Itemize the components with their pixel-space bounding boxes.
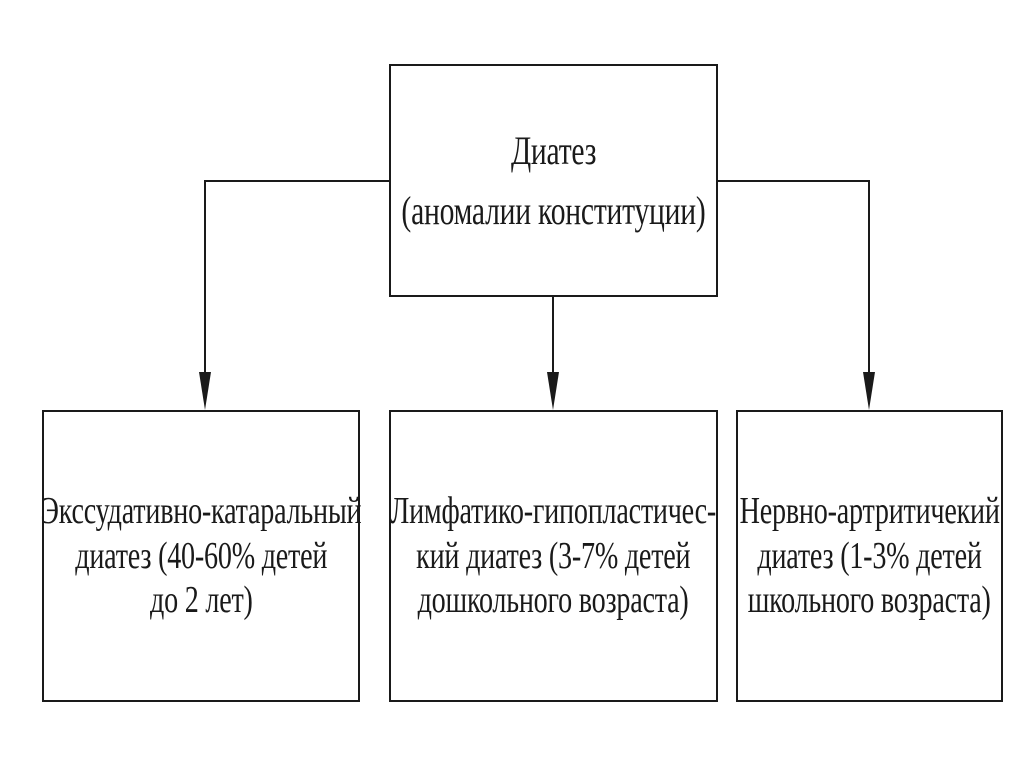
arrowhead-right — [863, 372, 875, 410]
child-node-exudative-catarrhal: Экссудативно-катаральный диатез (40-60% … — [40, 410, 362, 702]
arrowhead-middle — [547, 372, 559, 410]
root-node-diathesis: Диатез (аномалии конституции) — [389, 64, 718, 297]
child-node-lymphatic-hypoplastic: Лимфатико-гипопластичес- кий диатез (3-7… — [389, 410, 718, 702]
child-node-neuro-arthritic: Нервно-артритичекий диатез (1-3% детей ш… — [736, 410, 1003, 702]
child-node-line: диатез (1-3% детей — [757, 534, 982, 577]
connector-root-to-left — [204, 180, 389, 378]
arrowhead-left — [199, 372, 211, 410]
child-node-line: дошкольного возраста) — [418, 579, 689, 622]
child-node-line: Экссудативно-катаральный — [40, 489, 362, 532]
root-node-title: Диатез — [510, 127, 597, 173]
child-node-line: Нервно-артритичекий — [739, 489, 1000, 532]
child-node-line: диатез (40-60% детей — [75, 534, 327, 577]
child-node-line: школьного возраста) — [748, 579, 992, 622]
child-node-line: кий диатез (3-7% детей — [416, 534, 691, 577]
root-node-subtitle: (аномалии конституции) — [401, 187, 706, 233]
child-node-line: до 2 лет) — [149, 579, 253, 622]
child-node-line: Лимфатико-гипопластичес- — [390, 489, 717, 532]
connector-root-to-right — [718, 180, 870, 378]
